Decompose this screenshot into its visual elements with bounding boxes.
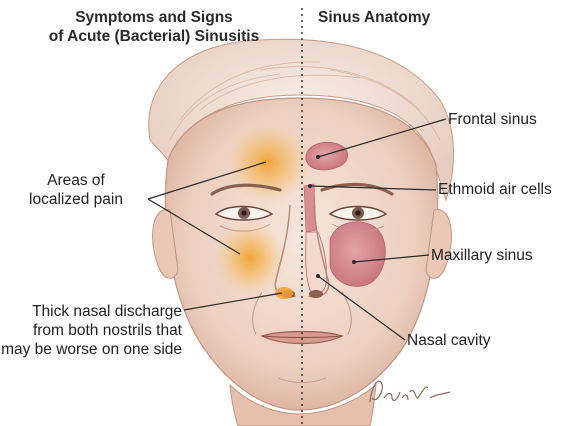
left-title-line-1: Symptoms and Signs [18,8,290,27]
pain-label-line-2: localized pain [0,190,152,209]
discharge-label-line-2: from both nostrils that [0,321,182,340]
nasal-discharge-label: Thick nasal discharge from both nostrils… [0,302,182,359]
maxillary-sinus-label: Maxillary sinus [431,246,533,265]
frontal-sinus-label: Frontal sinus [448,110,537,129]
localized-pain-label: Areas of localized pain [0,171,152,209]
discharge-label-line-3: may be worse on one side [0,340,182,359]
left-panel-title: Symptoms and Signs of Acute (Bacterial) … [18,8,290,46]
right-nostril [309,290,323,298]
discharge-mark [275,287,293,299]
left-title-line-2: of Acute (Bacterial) Sinusitis [18,27,290,46]
forehead-pain-area [226,123,310,203]
pain-label-line-1: Areas of [0,171,152,190]
ethmoid-air-cells-label: Ethmoid air cells [438,180,552,199]
discharge-label-line-1: Thick nasal discharge [0,302,182,321]
artist-signature [370,381,450,402]
nasal-cavity-label: Nasal cavity [407,331,491,350]
right-panel-title: Sinus Anatomy [318,8,430,27]
